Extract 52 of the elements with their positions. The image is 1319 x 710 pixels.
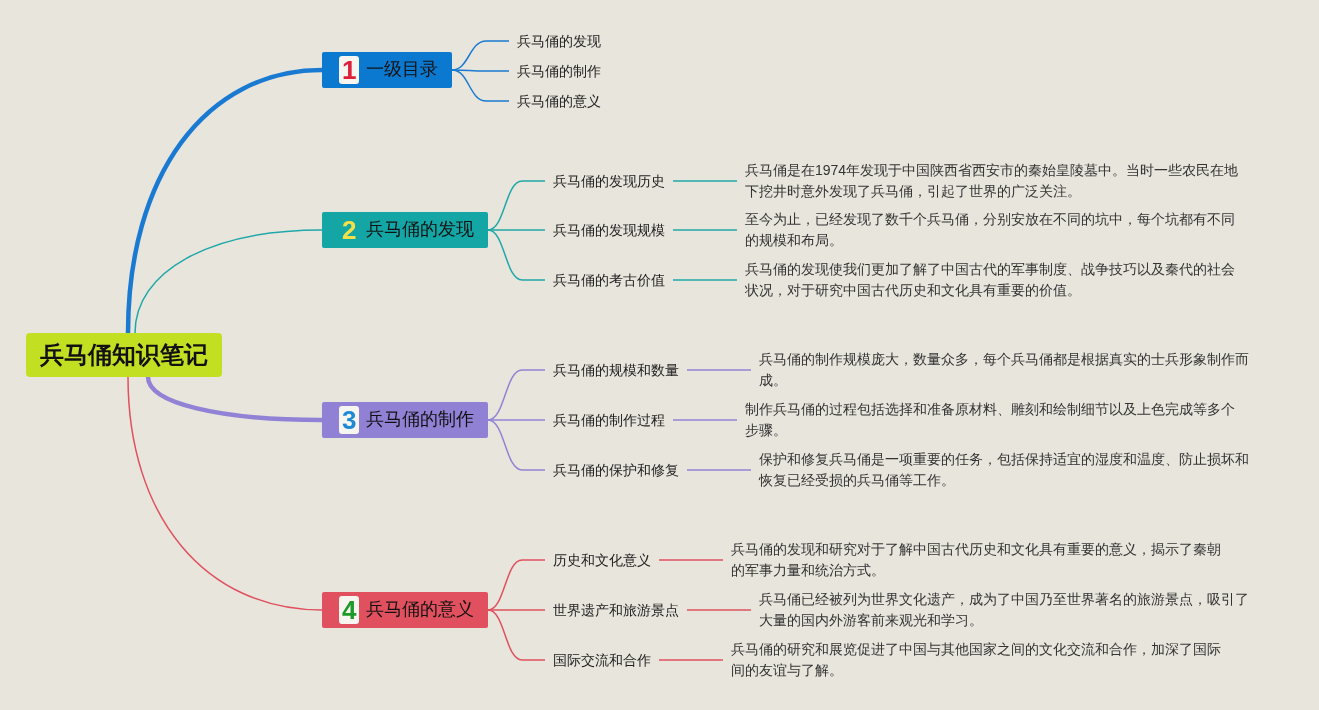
branch-line (125, 67, 323, 334)
subtopic-label: 兵马俑的考古价值 (545, 269, 673, 291)
subtopic-label: 兵马俑的保护和修复 (545, 459, 687, 481)
topic-number: 1 (339, 56, 360, 84)
subtopic-label: 国际交流和合作 (545, 649, 659, 671)
description-text: 兵马俑是在1974年发现于中国陕西省西安市的秦始皇陵墓中。当时一些农民在地下挖井时意外发现了兵马俑，引起了世界的广泛关注。 (737, 160, 1249, 202)
subtopic-label: 世界遗产和旅游景点 (545, 599, 687, 621)
branch-line (686, 369, 752, 371)
topic-number: 4 (339, 596, 360, 624)
subtopic-label: 兵马俑的发现规模 (545, 219, 673, 241)
branch-line (487, 229, 546, 281)
topic-number: 2 (341, 216, 358, 244)
description-text: 兵马俑的发现和研究对于了解中国古代历史和文化具有重要的意义，揭示了秦朝的军事力量和统治方式。 (723, 539, 1235, 581)
branch-line (658, 659, 724, 661)
topic-title: 兵马俑的制作 (366, 409, 475, 431)
topic-box (322, 592, 488, 628)
branch-line (658, 559, 724, 561)
branch-line (451, 69, 510, 102)
branch-line (127, 376, 323, 611)
topic-box (322, 212, 488, 248)
subtopic-label: 兵马俑的发现 (509, 30, 609, 52)
branch-line (672, 180, 738, 182)
subtopic-label: 历史和文化意义 (545, 549, 659, 571)
description-text: 兵马俑的研究和展览促进了中国与其他国家之间的文化交流和合作，加深了国际间的友谊与了解。 (723, 639, 1235, 681)
topic-title: 兵马俑的意义 (366, 599, 475, 621)
branch-line (145, 376, 323, 423)
subtopic-label: 兵马俑的制作 (509, 60, 609, 82)
topic-number: 3 (339, 406, 360, 434)
description-text: 兵马俑的发现使我们更加了解了中国古代的军事制度、战争技巧以及秦代的社会状况，对于研究中国古代历史和文化具有重要的价值。 (737, 259, 1249, 301)
topic-title: 兵马俑的发现 (366, 219, 475, 241)
branch-line (487, 419, 546, 471)
description-text: 至今为止，已经发现了数千个兵马俑，分别安放在不同的坑中，每个坑都有不同的规模和布局。 (737, 209, 1249, 251)
description-text: 兵马俑的制作规模庞大，数量众多，每个兵马俑都是根据真实的士兵形象制作而成。 (751, 349, 1263, 391)
branch-line (451, 69, 510, 72)
branch-line (686, 469, 752, 471)
branch-line (672, 279, 738, 281)
central-topic-box: 兵马俑知识笔记 (26, 333, 222, 377)
topic-title: 一级目录 (366, 59, 439, 81)
subtopic-label: 兵马俑的意义 (509, 90, 609, 112)
topic-box (322, 52, 452, 88)
topic-box (322, 402, 488, 438)
subtopic-label: 兵马俑的规模和数量 (545, 359, 687, 381)
branch-line (672, 229, 738, 231)
branch-line (487, 609, 546, 661)
subtopic-label: 兵马俑的发现历史 (545, 170, 673, 192)
branch-line (134, 229, 323, 334)
description-text: 制作兵马俑的过程包括选择和准备原材料、雕刻和绘制细节以及上色完成等多个步骤。 (737, 399, 1249, 441)
description-text: 保护和修复兵马俑是一项重要的任务，包括保持适宜的湿度和温度、防止损坏和恢复已经受损的兵马俑等工作。 (751, 449, 1263, 491)
branch-line (672, 419, 738, 421)
branch-line (686, 609, 752, 611)
description-text: 兵马俑已经被列为世界文化遗产，成为了中国乃至世界著名的旅游景点，吸引了大量的国内外游客前来观光和学习。 (751, 589, 1263, 631)
subtopic-label: 兵马俑的制作过程 (545, 409, 673, 431)
